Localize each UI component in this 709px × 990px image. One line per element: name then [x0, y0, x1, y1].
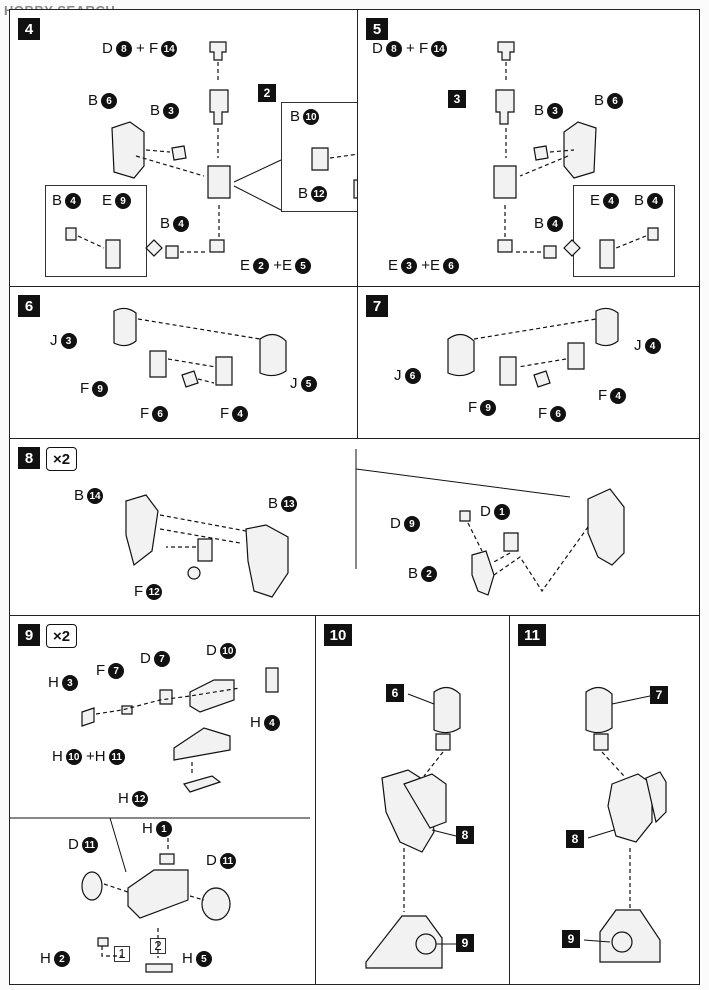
- step-10-panel: 10 6 8 9: [315, 615, 510, 985]
- multiplier-badge: ×2: [46, 624, 78, 648]
- ref-box: 2: [258, 84, 276, 102]
- multiplier-badge: ×2: [46, 447, 78, 471]
- ref-box: 8: [566, 830, 584, 848]
- step-7-drawing: [447, 307, 619, 388]
- ref-box: 3: [448, 90, 466, 108]
- ref-box: 9: [456, 934, 474, 952]
- step-5-drawing: [493, 41, 659, 269]
- step-4-drawing: [65, 41, 357, 269]
- sub-step-1: 1: [114, 946, 130, 962]
- step-number: 6: [18, 295, 40, 317]
- step-number: 10: [324, 624, 352, 646]
- step-10-drawing: [365, 686, 461, 969]
- ref-box: 6: [386, 684, 404, 702]
- step-9-drawing: [10, 667, 310, 973]
- step-11-drawing: [583, 686, 667, 963]
- step-number: 4: [18, 18, 40, 40]
- step-8-drawing: [125, 449, 625, 598]
- step-number: 11: [518, 624, 546, 646]
- ref-box: 7: [650, 686, 668, 704]
- step-number: 5: [366, 18, 388, 40]
- step-number: 8: [18, 447, 40, 469]
- ref-box: 9: [562, 930, 580, 948]
- step-11-panel: 11 7 8 9: [509, 615, 700, 985]
- step-number: 7: [366, 295, 388, 317]
- ref-box: 8: [456, 826, 474, 844]
- step-6-drawing: [113, 307, 287, 388]
- step-number: 9: [18, 624, 40, 646]
